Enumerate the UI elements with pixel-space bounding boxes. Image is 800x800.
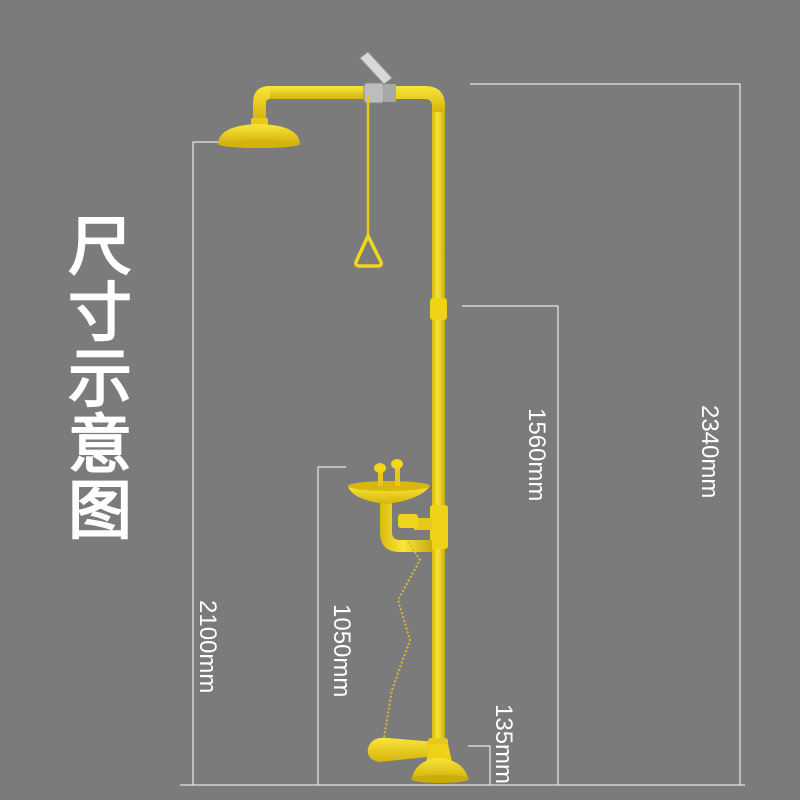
dimension-label-pedal: 135mm [490, 704, 517, 784]
title-char: 示 [68, 343, 132, 417]
base-neck [426, 744, 452, 762]
pipe-coupling [430, 298, 447, 320]
valve-nut [384, 84, 396, 102]
title-char: 意 [68, 409, 132, 483]
dimension-label-total: 2340mm [696, 405, 723, 498]
dimension-line-eyewash [317, 466, 346, 785]
shower-head-rim [218, 140, 300, 148]
shower-arm-elbow [253, 86, 270, 120]
main-pipe [432, 102, 445, 757]
title-char: 寸 [68, 277, 132, 351]
eyewash-nozzle [374, 463, 386, 473]
base-rim [411, 775, 469, 783]
eyewash-nozzle [391, 459, 403, 469]
dimension-label-shower-head: 2100mm [194, 600, 221, 693]
eyewash-nozzle-stem [395, 464, 400, 486]
eyewash-valve [398, 514, 418, 528]
eyewash-nozzle-stem [378, 468, 383, 486]
dimension-line-pedal [468, 745, 491, 785]
base-plate [412, 758, 468, 778]
title-char: 尺 [68, 211, 132, 285]
pedal-linkage [383, 541, 422, 739]
horizontal-pipe [270, 86, 366, 99]
eyewash-branch-pipe [414, 518, 432, 530]
safety-shower-eyewash-station [218, 51, 469, 783]
diagram-title: 尺 寸 示 意 图 [60, 215, 140, 545]
pull-handle [354, 231, 383, 268]
valve-handle [359, 51, 393, 85]
dimension-label-eyewash: 1050mm [328, 604, 355, 697]
eyewash-bowl [348, 486, 430, 504]
dimension-line-valve [462, 305, 559, 785]
eyewash-riser [380, 500, 432, 552]
foot-pedal [367, 737, 436, 762]
dimension-line-total [470, 83, 741, 785]
shower-head [218, 124, 300, 143]
dimension-labels: 2340mm 2100mm 1560mm 1050mm 135mm [194, 405, 723, 784]
eyewash-coupling [430, 505, 448, 549]
dimension-lines [180, 83, 745, 786]
title-char: 图 [68, 475, 132, 549]
dimension-label-valve: 1560mm [523, 408, 550, 501]
dimension-line-shower-head [192, 141, 222, 785]
eyewash-bowl-rim [348, 481, 430, 491]
